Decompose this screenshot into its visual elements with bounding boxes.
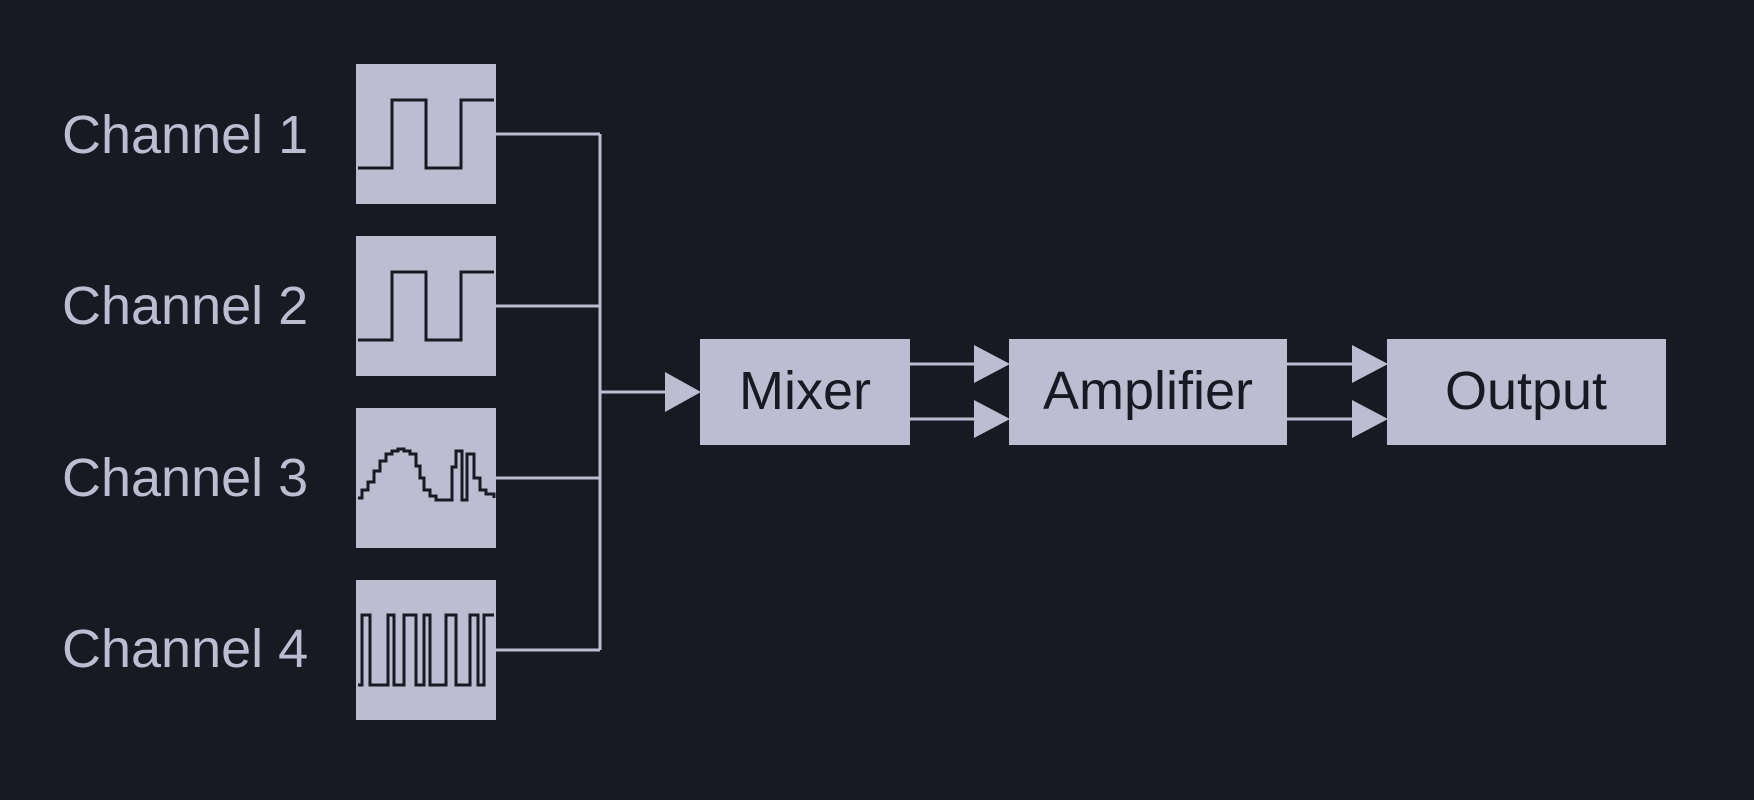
output-block [1387, 339, 1666, 445]
channel-3-waveform-box [356, 408, 496, 548]
amplifier-input-arrowhead-bottom [974, 400, 1010, 438]
channel-3-label: Channel 3 [62, 448, 308, 508]
channel-4-label: Channel 4 [62, 619, 308, 679]
channel-1-waveform-box [356, 64, 496, 204]
mixer-input-arrowhead [665, 372, 701, 412]
output-label: Output [1445, 361, 1607, 421]
mixer-block [700, 339, 910, 445]
output-input-arrowhead-top [1352, 345, 1388, 383]
channel-2-label: Channel 2 [62, 276, 308, 336]
amplifier-label: Amplifier [1043, 361, 1253, 421]
output-input-arrowhead-bottom [1352, 400, 1388, 438]
channel-4-waveform-box [356, 580, 496, 720]
mixer-label: Mixer [739, 361, 871, 421]
square-wave-icon [358, 270, 494, 342]
channel-1-label: Channel 1 [62, 105, 308, 165]
pulse-train-icon [358, 613, 494, 687]
channel-2-waveform-box [356, 236, 496, 376]
stepped-sine-wave-icon [358, 447, 496, 502]
amplifier-input-arrowhead-top [974, 345, 1010, 383]
square-wave-icon [358, 98, 494, 170]
amplifier-block [1009, 339, 1287, 445]
